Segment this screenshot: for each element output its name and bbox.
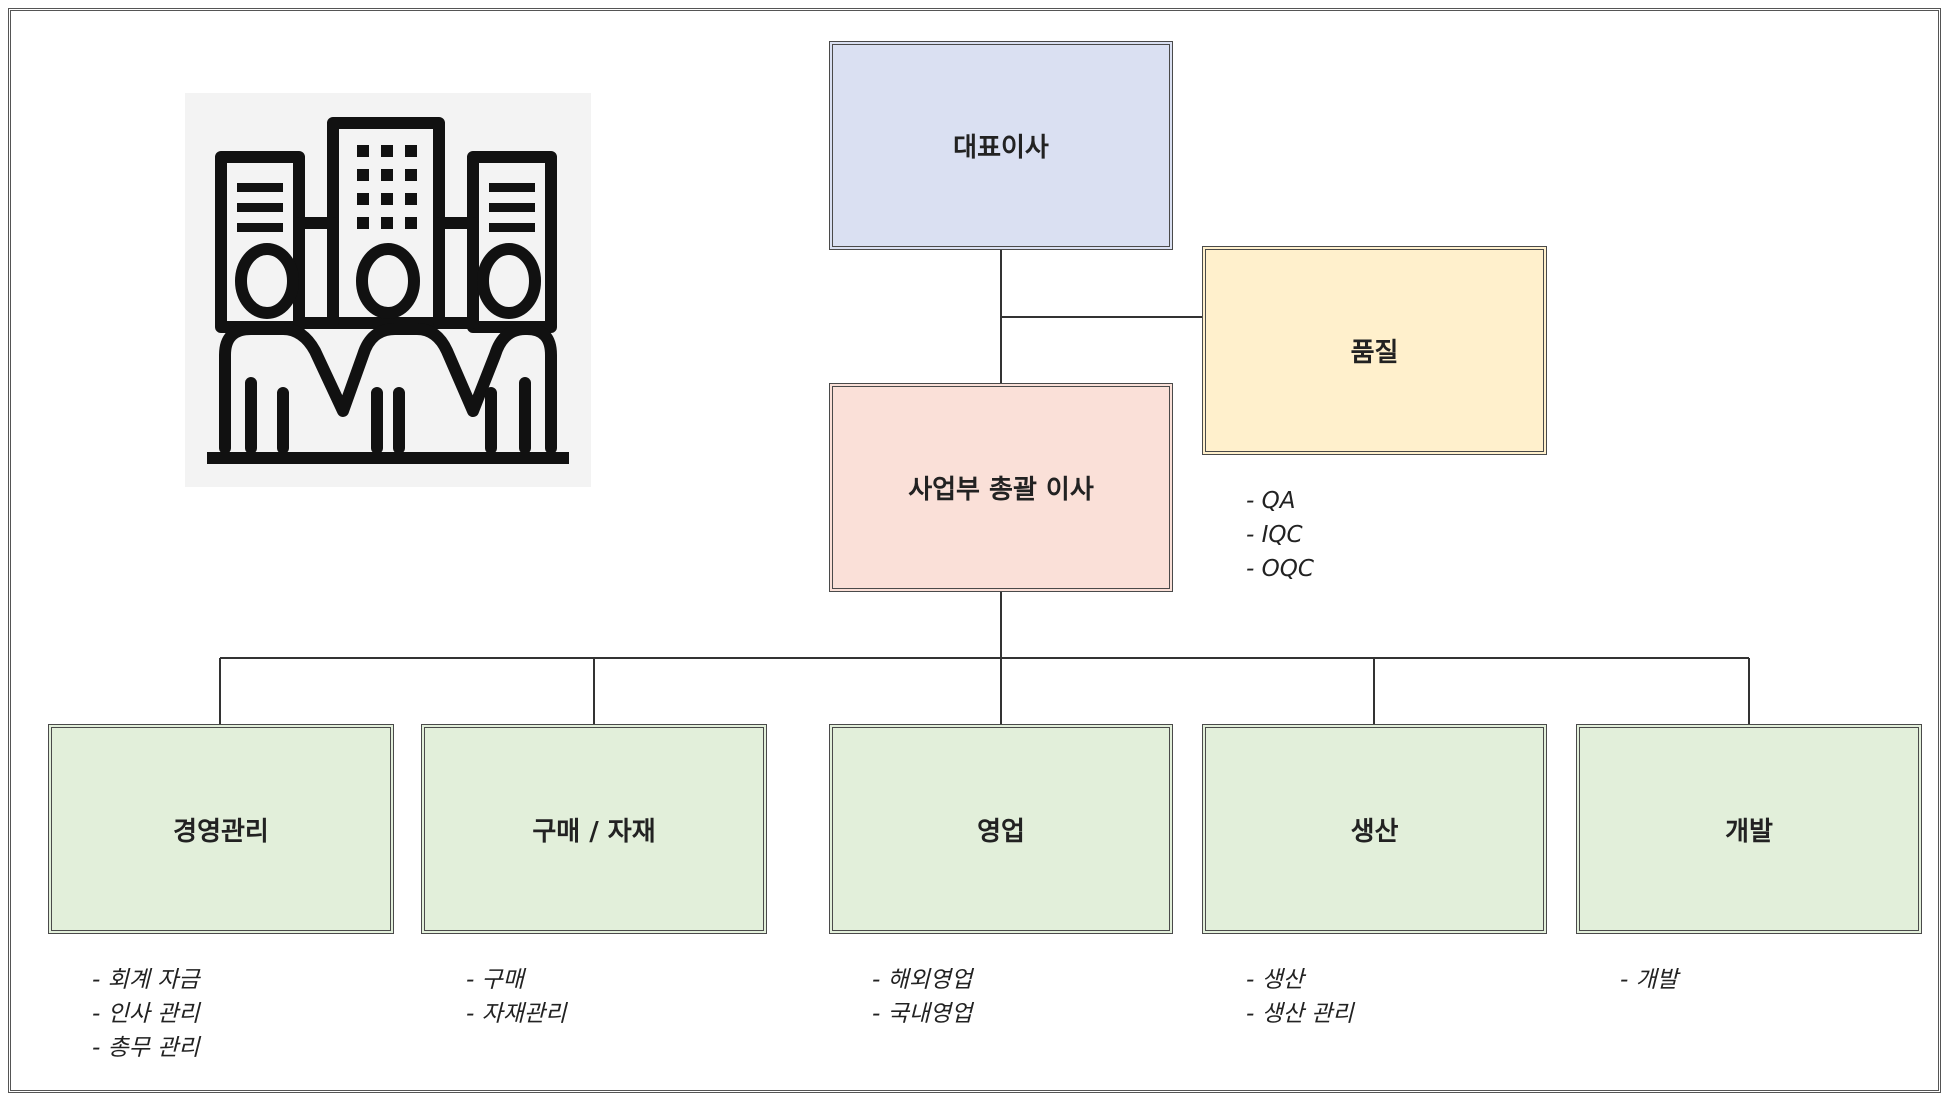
city-team-icon <box>185 93 591 487</box>
department-task-list: - 생산 - 생산 관리 <box>1246 963 1354 1031</box>
department-box-production: 생산 <box>1202 724 1547 934</box>
quality-task: - QA <box>1246 488 1296 514</box>
department-task: - 구매 <box>466 967 524 993</box>
quality-label: 품질 <box>1350 338 1399 368</box>
ceo-label: 대표이사 <box>953 133 1049 163</box>
director-box: 사업부 총괄 이사 <box>829 383 1173 592</box>
quality-task: - IQC <box>1246 522 1303 548</box>
director-label: 사업부 총괄 이사 <box>908 475 1094 505</box>
department-task: - 회계 자금 <box>92 967 200 993</box>
department-label: 개발 <box>1725 816 1773 847</box>
department-task: - 자재관리 <box>466 1001 567 1027</box>
department-label: 생산 <box>1350 816 1399 847</box>
department-label: 경영관리 <box>173 816 269 847</box>
diagram-frame <box>8 8 1941 1093</box>
department-box-purchasing: 구매 / 자재 <box>421 724 767 934</box>
department-task: - 생산 <box>1246 967 1304 993</box>
department-task-list: - 개발 <box>1620 963 1678 997</box>
quality-box: 품질 <box>1202 246 1547 455</box>
department-task-list: - 회계 자금 - 인사 관리 - 총무 관리 <box>92 963 200 1065</box>
department-label: 구매 / 자재 <box>532 816 656 847</box>
department-task: - 인사 관리 <box>92 1001 200 1027</box>
department-task-list: - 해외영업 - 국내영업 <box>872 963 972 1031</box>
department-box-development: 개발 <box>1576 724 1922 934</box>
department-task-list: - 구매 - 자재관리 <box>466 963 566 1031</box>
quality-task-list: - QA - IQC - OQC <box>1246 484 1314 586</box>
department-task: - 총무 관리 <box>92 1035 200 1061</box>
department-task: - 해외영업 <box>872 967 973 993</box>
department-task: - 개발 <box>1620 967 1678 993</box>
department-box-management: 경영관리 <box>48 724 394 934</box>
department-task: - 국내영업 <box>872 1001 973 1027</box>
quality-task: - OQC <box>1246 556 1314 582</box>
department-task: - 생산 관리 <box>1246 1001 1354 1027</box>
ceo-box: 대표이사 <box>829 41 1173 250</box>
department-label: 영업 <box>977 816 1025 847</box>
department-box-sales: 영업 <box>829 724 1173 934</box>
